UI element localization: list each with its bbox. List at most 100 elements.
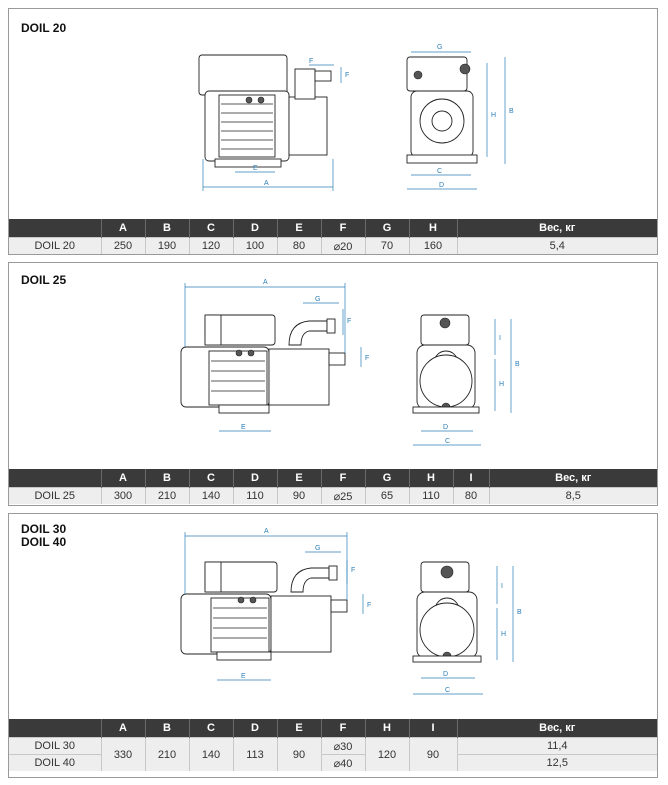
header-cell: E bbox=[276, 219, 321, 238]
header-cell: Вес, кг bbox=[488, 469, 657, 488]
table-row: DOIL 40 ⌀40 12,5 bbox=[9, 754, 657, 771]
header-cell bbox=[9, 469, 101, 488]
dim-label-g: G bbox=[315, 545, 320, 552]
header-cell bbox=[9, 719, 101, 738]
table-cell: 11,4 bbox=[456, 737, 657, 755]
header-cell: F bbox=[320, 469, 365, 488]
table-header-row: A B C D E F G H Вес, кг bbox=[9, 219, 657, 238]
header-cell: H bbox=[408, 469, 453, 488]
table-cell: 113 bbox=[232, 737, 277, 771]
pump-side-view bbox=[198, 54, 332, 168]
pump-front-view bbox=[412, 314, 480, 414]
table-cell: ⌀25 bbox=[320, 487, 365, 504]
table-cell: 70 bbox=[364, 237, 409, 254]
header-cell: A bbox=[100, 219, 145, 238]
dim-label-d: D bbox=[443, 671, 448, 678]
dim-label-b: B bbox=[515, 361, 520, 368]
table-cell: 250 bbox=[100, 237, 145, 254]
table-cell: 110 bbox=[232, 487, 277, 504]
header-cell: A bbox=[100, 469, 145, 488]
dim-label-f-side: F bbox=[367, 602, 371, 609]
header-cell: A bbox=[100, 719, 145, 738]
table-cell: 80 bbox=[276, 237, 321, 254]
dim-label-i: I bbox=[499, 335, 501, 342]
table-cell: 90 bbox=[276, 487, 321, 504]
table-row: DOIL 20 250 190 120 100 80 ⌀20 70 160 5,… bbox=[9, 237, 657, 254]
table-cell: 160 bbox=[408, 237, 457, 254]
table-cell: DOIL 30 bbox=[9, 737, 101, 755]
header-cell: Вес, кг bbox=[456, 719, 657, 738]
header-cell: B bbox=[144, 219, 189, 238]
header-cell: D bbox=[232, 219, 277, 238]
dim-label-h: H bbox=[501, 631, 506, 638]
table-row: DOIL 25 300 210 140 110 90 ⌀25 65 110 80… bbox=[9, 487, 657, 504]
table-header-row: A B C D E F H I Вес, кг bbox=[9, 719, 657, 738]
table-cell: 12,5 bbox=[456, 754, 657, 771]
panel-doil-20: DOIL 20 A E F F bbox=[8, 8, 658, 255]
table-cell: 110 bbox=[408, 487, 453, 504]
header-cell: B bbox=[144, 719, 189, 738]
header-cell: D bbox=[232, 719, 277, 738]
dim-label-d: D bbox=[443, 424, 448, 431]
header-cell: Вес, кг bbox=[456, 219, 657, 238]
header-cell: H bbox=[408, 219, 457, 238]
table-cell: DOIL 40 bbox=[9, 754, 101, 771]
dim-label-f-side: F bbox=[365, 355, 369, 362]
header-cell bbox=[9, 219, 101, 238]
table-cell: 100 bbox=[232, 237, 277, 254]
dim-label-h: H bbox=[491, 112, 496, 119]
header-cell: C bbox=[188, 219, 233, 238]
table-cell: 210 bbox=[144, 737, 189, 771]
table-cell: 120 bbox=[188, 237, 233, 254]
table-cell: 210 bbox=[144, 487, 189, 504]
dim-label-a: A bbox=[264, 528, 269, 535]
pump-side-view bbox=[180, 561, 348, 661]
dim-label-c: C bbox=[445, 687, 450, 694]
dim-label-f-side: F bbox=[345, 72, 349, 79]
panel-title: DOIL 20 bbox=[21, 21, 67, 35]
pump-front-view bbox=[412, 561, 482, 663]
table-cell: 5,4 bbox=[456, 237, 657, 254]
header-cell: C bbox=[188, 719, 233, 738]
panel-title: DOIL 30 bbox=[21, 522, 67, 536]
spec-table: A B C D E F G H Вес, кг DOIL 20 250 190 … bbox=[9, 219, 657, 254]
dim-label-f-top: F bbox=[347, 318, 351, 325]
dim-label-f-top: F bbox=[351, 567, 355, 574]
table-cell: 330 bbox=[100, 737, 145, 771]
header-cell: F bbox=[320, 719, 365, 738]
dim-label-c: C bbox=[437, 168, 442, 175]
header-cell: E bbox=[276, 719, 321, 738]
dim-label-e: E bbox=[253, 165, 258, 172]
pump-drawing: A E G F F I H B D C bbox=[180, 528, 522, 695]
header-cell: B bbox=[144, 469, 189, 488]
table-cell: 65 bbox=[364, 487, 409, 504]
dim-label-e: E bbox=[241, 424, 246, 431]
panel-doil-25: DOIL 25 A E G F F bbox=[8, 262, 658, 506]
table-cell: DOIL 20 bbox=[9, 237, 101, 254]
header-cell: D bbox=[232, 469, 277, 488]
table-cell: 140 bbox=[188, 737, 233, 771]
header-cell: F bbox=[320, 219, 365, 238]
spec-table: A B C D E F G H I Вес, кг DOIL 25 300 21… bbox=[9, 469, 657, 504]
panel-title: DOIL 25 bbox=[21, 273, 67, 287]
table-cell: 120 bbox=[364, 737, 409, 771]
table-cell: ⌀30 bbox=[320, 737, 365, 755]
table-cell: 90 bbox=[408, 737, 457, 771]
table-cell: ⌀20 bbox=[320, 237, 365, 254]
table-cell: ⌀40 bbox=[320, 754, 365, 771]
pump-side-view bbox=[180, 314, 346, 414]
table-cell: 140 bbox=[188, 487, 233, 504]
table-header-row: A B C D E F G H I Вес, кг bbox=[9, 469, 657, 488]
dim-label-h: H bbox=[499, 381, 504, 388]
dim-label-b: B bbox=[517, 609, 522, 616]
dim-label-e: E bbox=[241, 673, 246, 680]
pump-front-view bbox=[406, 56, 478, 164]
dim-label-i: I bbox=[501, 583, 503, 590]
spec-table: A B C D E F H I Вес, кг DOIL 30 330 210 … bbox=[9, 719, 657, 771]
panel-doil-30-40: DOIL 30 DOIL 40 A E G F bbox=[8, 513, 658, 778]
dim-label-c: C bbox=[445, 438, 450, 445]
header-cell: I bbox=[452, 469, 489, 488]
pump-drawing: A E G F F I H B D C bbox=[180, 279, 520, 446]
table-row: DOIL 30 330 210 140 113 90 ⌀30 120 90 11… bbox=[9, 737, 657, 771]
dim-label-f-top: F bbox=[309, 58, 313, 65]
